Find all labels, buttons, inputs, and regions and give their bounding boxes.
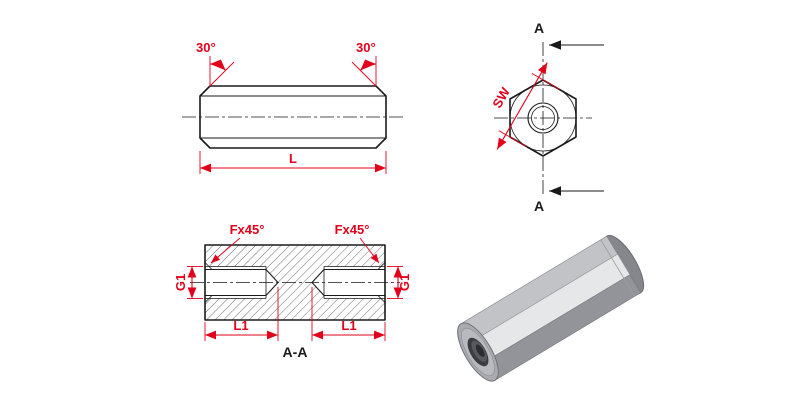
depth-dim-right: L1 [311, 287, 386, 341]
iso-hole-depth [475, 344, 485, 357]
section-hole-left [204, 262, 279, 303]
cone-bottom-left [265, 282, 279, 296]
cone-top-left [265, 269, 279, 283]
entry-chamfer-bottom-left [204, 295, 213, 303]
cone-bottom-right [311, 282, 325, 296]
section-title: A-A [283, 344, 308, 360]
chamfer-dim-left: Fx45° [210, 222, 265, 264]
section-label-bottom: A [534, 198, 544, 214]
thread-label-right: G1 [397, 274, 412, 291]
angle-right-label: 30° [356, 40, 376, 55]
angle-right-arc [360, 59, 377, 71]
iso-far-chamfer-edge [600, 239, 636, 297]
length-dim: L [199, 151, 387, 174]
section-hole-right-clear [312, 266, 385, 299]
side-outline [199, 85, 387, 149]
depth-label-right: L1 [341, 318, 356, 333]
chamfer-leader-right [359, 237, 380, 264]
thread-label-left: G1 [173, 274, 188, 291]
side-view: 30° 30° L [182, 40, 404, 174]
depth-label-left: L1 [233, 318, 248, 333]
section-label-top: A [534, 20, 544, 36]
entry-chamfer-bottom-right [377, 295, 386, 303]
angle-left-label: 30° [196, 40, 216, 55]
end-view: SW A A [489, 20, 604, 214]
length-label: L [289, 151, 297, 166]
depth-dim-left: L1 [204, 287, 279, 341]
angle-left-arc [209, 59, 226, 71]
thread-dim-left: G1 [173, 266, 203, 299]
section-arrows: A A [534, 20, 604, 214]
iso-view [457, 234, 645, 382]
section-hole-right [311, 262, 386, 303]
entry-chamfer-top-right [377, 262, 386, 270]
width-dim-line [496, 62, 548, 150]
cone-top-right [311, 269, 325, 283]
chamfer-dim-right: Fx45° [335, 222, 380, 264]
chamfer-label-left: Fx45° [230, 222, 265, 237]
angle-dim-left: 30° [196, 40, 235, 87]
angle-dim-right: 30° [351, 40, 377, 87]
angle-left-ref-chamfer [209, 61, 235, 87]
chamfer-label-right: Fx45° [335, 222, 370, 237]
section-view: Fx45° Fx45° G1 G1 L1 L1 [173, 222, 412, 360]
chamfer-leader-left [210, 237, 241, 264]
entry-chamfer-top-left [204, 262, 213, 270]
angle-right-ref-chamfer [351, 61, 377, 87]
thread-dim-right: G1 [387, 266, 412, 299]
